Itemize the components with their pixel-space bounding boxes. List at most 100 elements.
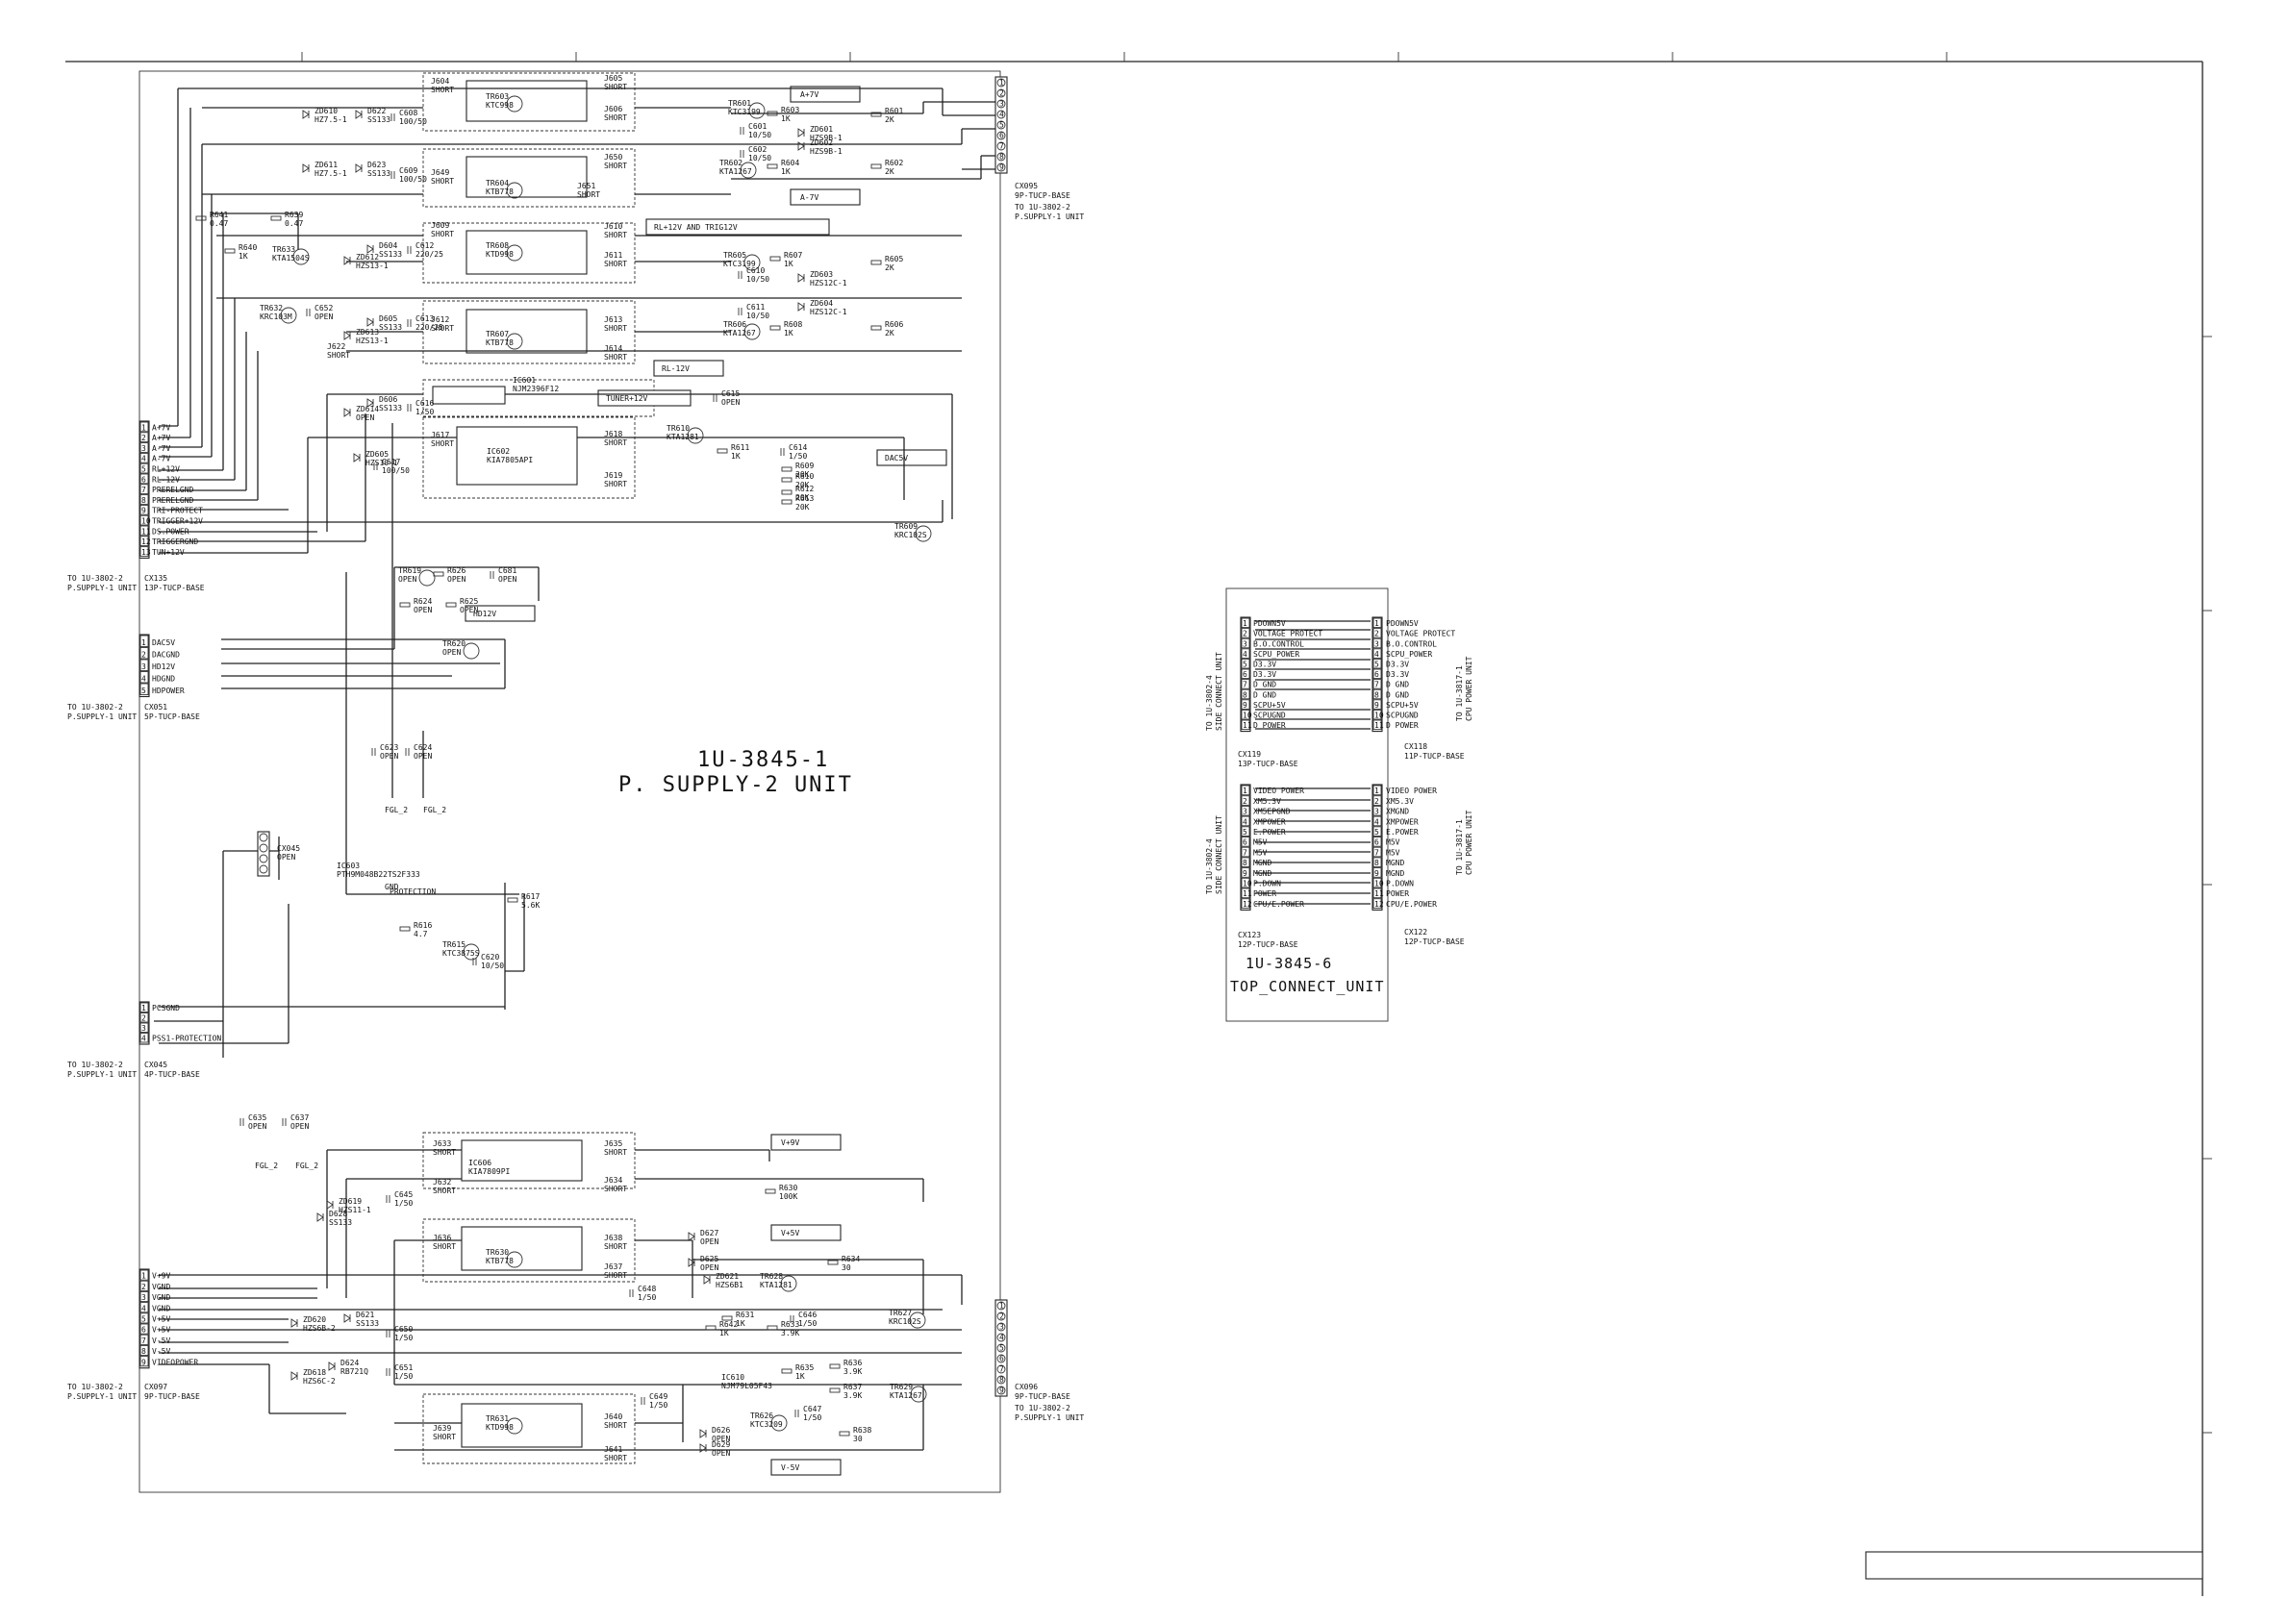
component-ref: ZD611	[315, 161, 338, 169]
cx097-pin	[139, 1356, 149, 1367]
component-ref: R606	[885, 320, 903, 329]
component-ref: C650	[394, 1325, 413, 1334]
cx096-pin	[996, 1312, 1006, 1321]
cx135-pin	[139, 525, 149, 537]
cx051-pin-number: 2	[141, 651, 146, 660]
component-ref: D629	[712, 1440, 730, 1449]
component-ref: D604	[379, 241, 397, 250]
component-value: 1/50	[394, 1199, 413, 1208]
cx135-pin-number: 6	[141, 475, 146, 484]
component-ref: R637	[843, 1383, 862, 1391]
cx095-pin	[996, 120, 1006, 130]
component-value: 1K	[784, 329, 793, 337]
cx122-pin-label: CPU/E.POWER	[1386, 900, 1437, 909]
cx119-pin-label: D3.3V	[1253, 670, 1276, 679]
component-ref: C610	[746, 266, 765, 275]
cx119-pin-label: D POWER	[1253, 721, 1286, 730]
component-ref: J641	[604, 1445, 622, 1454]
component-value: 100/50	[382, 466, 410, 475]
resistor-symbol	[399, 926, 411, 932]
component-value: 100/50	[399, 117, 427, 126]
cx051-pin-label: DACGND	[152, 651, 180, 660]
component-ref: R640	[239, 243, 257, 252]
cx119-pin-label: D GND	[1253, 681, 1276, 689]
cx135-pin	[139, 514, 149, 526]
cx135-pin-label: A+7V	[152, 423, 170, 432]
cx122-dest-line2: CPU POWER UNIT	[1465, 810, 1473, 875]
cx118-pin-label: B.O.CONTROL	[1386, 639, 1437, 648]
cx135-pin	[139, 432, 149, 443]
cx118-pin	[1372, 658, 1382, 669]
cx135-pin	[139, 494, 149, 505]
cx045-pin	[139, 1012, 149, 1023]
component-ref: D624	[340, 1359, 359, 1367]
diode-symbol	[302, 110, 310, 119]
resistor-symbol	[769, 325, 781, 331]
component-value: SHORT	[604, 1148, 627, 1157]
cx118-pin-label: VOLTAGE PROTECT	[1386, 630, 1455, 638]
cx135-pin-label: TUN+12V	[152, 548, 185, 557]
resistor-symbol	[870, 112, 882, 117]
cx122-pin-number: 6	[1374, 838, 1379, 847]
resistor-symbol	[433, 571, 444, 577]
cx135-pin	[139, 473, 149, 485]
cx051-pin-number: 1	[141, 638, 146, 647]
cx097-pin	[139, 1334, 149, 1345]
transistor-symbol	[506, 182, 523, 199]
component-ref: C624	[414, 743, 432, 752]
component-value: SHORT	[431, 86, 454, 94]
diode-symbol	[688, 1232, 695, 1241]
cx119-pin	[1241, 668, 1250, 680]
resistor-symbol	[195, 215, 207, 221]
component-ref: J619	[604, 471, 622, 480]
cx135-pin-label: RL+12V	[152, 465, 180, 474]
cx118-pin-label: D GND	[1386, 690, 1409, 699]
component-value: OPEN	[414, 752, 432, 761]
cx045-dest-line2: P.SUPPLY-1 UNIT	[67, 1070, 137, 1079]
cx123-pin	[1241, 887, 1250, 899]
cx122-pin	[1372, 867, 1382, 878]
component-ref: C601	[748, 122, 767, 131]
component-value: SS133	[367, 169, 390, 178]
cx122-pin	[1372, 795, 1382, 806]
component-value: SHORT	[433, 1148, 456, 1157]
cx135-pin-number: 10	[141, 517, 151, 526]
cx123-pin	[1241, 867, 1250, 878]
cx051-pin-label: HDGND	[152, 675, 175, 684]
cx123-pin	[1241, 795, 1250, 806]
cx096-name: CX096	[1015, 1383, 1038, 1391]
component-ref: C608	[399, 109, 417, 117]
diode-symbol	[366, 317, 374, 327]
cx135-pin	[139, 442, 149, 453]
component-ref: J606	[604, 105, 622, 113]
cx051-pin	[139, 683, 149, 695]
component-value: 1/50	[789, 452, 807, 461]
transistor-symbol	[743, 254, 761, 271]
diode-symbol	[366, 398, 374, 408]
